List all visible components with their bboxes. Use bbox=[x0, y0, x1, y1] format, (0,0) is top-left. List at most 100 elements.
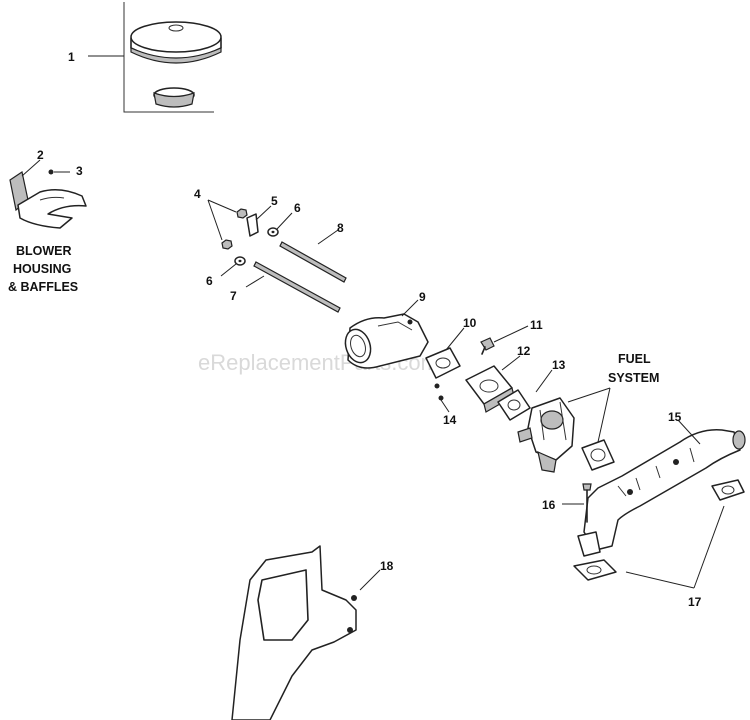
intake-elbow-bolt-hole bbox=[407, 319, 413, 325]
leader-15 bbox=[677, 419, 701, 445]
screw-11-head bbox=[480, 337, 495, 351]
air-cleaner-cover-top bbox=[130, 21, 222, 53]
fuel-side-gasket bbox=[581, 439, 615, 471]
callout-6b: 6 bbox=[206, 274, 213, 288]
manifold-body bbox=[583, 429, 741, 551]
callout-7: 7 bbox=[230, 289, 237, 303]
leader-14 bbox=[440, 399, 450, 413]
callout-10: 10 bbox=[463, 316, 477, 330]
hose-clamp-band bbox=[153, 92, 195, 108]
manifold-port-left bbox=[577, 531, 601, 557]
carb-gasket bbox=[497, 389, 531, 421]
callout-14: 14 bbox=[443, 413, 457, 427]
callout-4: 4 bbox=[194, 187, 201, 201]
leader-11 bbox=[493, 325, 529, 343]
carburetor-detail bbox=[539, 401, 567, 441]
leader-6a bbox=[276, 212, 293, 230]
shield-plate-cutout bbox=[257, 569, 309, 641]
leader-2 bbox=[21, 159, 41, 177]
blower-housing-detail bbox=[39, 196, 65, 201]
carburetor-bowl bbox=[537, 450, 557, 473]
callout-16: 16 bbox=[542, 498, 556, 512]
screw-11: 11 bbox=[480, 318, 543, 355]
pins-14: 14 bbox=[434, 383, 457, 427]
shield-mount-hole-2 bbox=[351, 595, 357, 601]
bracket-5 bbox=[246, 213, 259, 237]
bolt-16: 16 bbox=[542, 483, 592, 523]
manifold-gasket-lower-hole bbox=[586, 565, 602, 575]
callout-9: 9 bbox=[419, 290, 426, 304]
stud-hardware-group: 4 5 6 6 8 7 bbox=[194, 187, 347, 313]
blower-housing-group: 2 3 BLOWER HOUSING & BAFFLES bbox=[8, 148, 87, 294]
shield-plate-body bbox=[231, 545, 357, 720]
screw-11-shank bbox=[481, 346, 486, 355]
washer-6-lower-hole bbox=[238, 259, 242, 263]
intake-manifold-15: 15 bbox=[577, 410, 746, 557]
leader-4a bbox=[207, 199, 237, 213]
air-cleaner-box-outline bbox=[123, 2, 214, 113]
manifold-gasket-right-hole bbox=[721, 485, 735, 495]
gasket-10: 10 bbox=[425, 316, 477, 379]
screw-3 bbox=[48, 169, 54, 175]
fuel-leader-b bbox=[597, 387, 611, 443]
leader-10 bbox=[445, 327, 465, 351]
intake-elbow-flange bbox=[377, 321, 413, 331]
manifold-gaskets-17: 17 bbox=[573, 479, 745, 609]
blower-label-line3: & BAFFLES bbox=[8, 280, 78, 294]
fuel-leader-a bbox=[567, 387, 611, 403]
leader-6b bbox=[220, 263, 237, 277]
shield-mount-hole-1 bbox=[347, 627, 353, 633]
leader-5 bbox=[255, 205, 272, 221]
intake-elbow-9: 9 bbox=[344, 290, 429, 369]
carb-gasket-hole bbox=[507, 399, 521, 411]
callout-15: 15 bbox=[668, 410, 682, 424]
leader-7 bbox=[245, 275, 265, 288]
callout-2: 2 bbox=[37, 148, 44, 162]
pin-14-upper bbox=[434, 383, 440, 389]
callout-8: 8 bbox=[337, 221, 344, 235]
callout-6a: 6 bbox=[294, 201, 301, 215]
leader-4b bbox=[207, 199, 223, 241]
callout-17: 17 bbox=[688, 595, 702, 609]
manifold-boss-1 bbox=[627, 489, 633, 495]
carburetor-throat bbox=[540, 410, 564, 430]
fuel-label-line1: FUEL bbox=[618, 352, 651, 366]
manifold-bolt-bosses bbox=[617, 447, 695, 497]
nut-4-upper bbox=[236, 208, 248, 219]
fuel-side-gasket-hole bbox=[590, 448, 606, 462]
carburetor-13: 13 bbox=[497, 358, 615, 473]
callout-13: 13 bbox=[552, 358, 566, 372]
stud-8 bbox=[279, 241, 347, 283]
callout-12: 12 bbox=[517, 344, 531, 358]
blower-label-line2: HOUSING bbox=[13, 262, 71, 276]
manifold-port-right bbox=[732, 430, 746, 450]
blower-housing bbox=[17, 189, 87, 229]
carburetor-fitting bbox=[517, 427, 533, 443]
air-cleaner-assembly: 1 bbox=[68, 2, 222, 113]
fuel-system-label-group: FUEL SYSTEM bbox=[567, 352, 659, 443]
callout-18: 18 bbox=[380, 559, 394, 573]
air-cleaner-cover-band bbox=[130, 47, 222, 64]
washer-6-upper-hole bbox=[271, 230, 275, 234]
spacer-12-bore bbox=[479, 379, 499, 393]
air-cleaner-knob bbox=[168, 24, 184, 32]
manifold-gasket-right bbox=[711, 479, 745, 501]
callout-3: 3 bbox=[76, 164, 83, 178]
gasket-10-plate bbox=[425, 347, 461, 379]
manifold-boss-2 bbox=[673, 459, 679, 465]
leader-9 bbox=[401, 299, 419, 317]
callout-11: 11 bbox=[530, 318, 543, 332]
leader-13 bbox=[535, 369, 553, 393]
bolt-16-head bbox=[582, 483, 592, 491]
fuel-label-line2: SYSTEM bbox=[608, 371, 659, 385]
leader-17a bbox=[625, 571, 695, 589]
leader-18 bbox=[359, 569, 381, 591]
stud-7 bbox=[253, 261, 341, 313]
callout-1: 1 bbox=[68, 50, 75, 64]
intake-elbow-opening-inner bbox=[350, 334, 366, 358]
manifold-gasket-lower bbox=[573, 559, 617, 581]
leader-12 bbox=[501, 355, 521, 371]
gasket-10-hole bbox=[435, 357, 451, 369]
callout-5: 5 bbox=[271, 194, 278, 208]
